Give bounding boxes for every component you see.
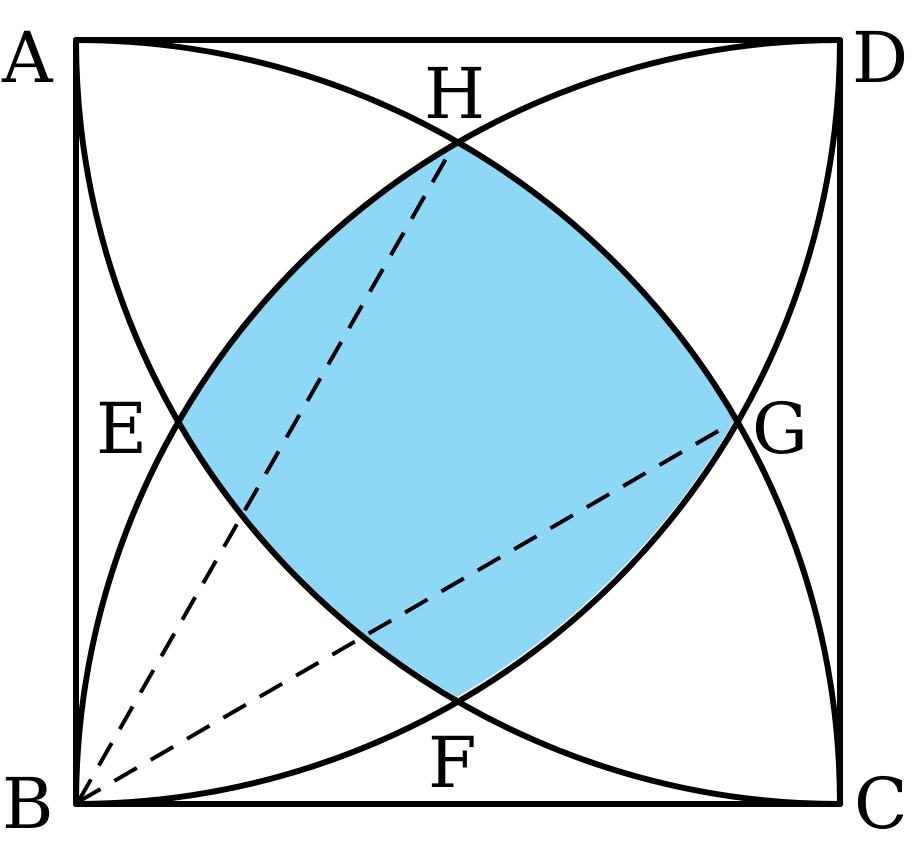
arc-centered-a (73, 37, 843, 807)
arc-centered-b (73, 37, 843, 807)
label-e: E (96, 388, 147, 470)
shaded-region (178, 141, 734, 697)
square-abcd (73, 37, 843, 807)
label-f: F (428, 722, 477, 804)
label-a: A (1, 17, 54, 99)
label-b: B (2, 763, 53, 845)
label-c: C (854, 763, 908, 845)
arc-centered-c (73, 37, 843, 807)
dashed-segment-bh (76, 142, 457, 803)
label-d: D (852, 17, 908, 99)
arc-centered-d (73, 37, 843, 807)
label-h: H (424, 53, 485, 135)
label-g: G (752, 388, 808, 470)
